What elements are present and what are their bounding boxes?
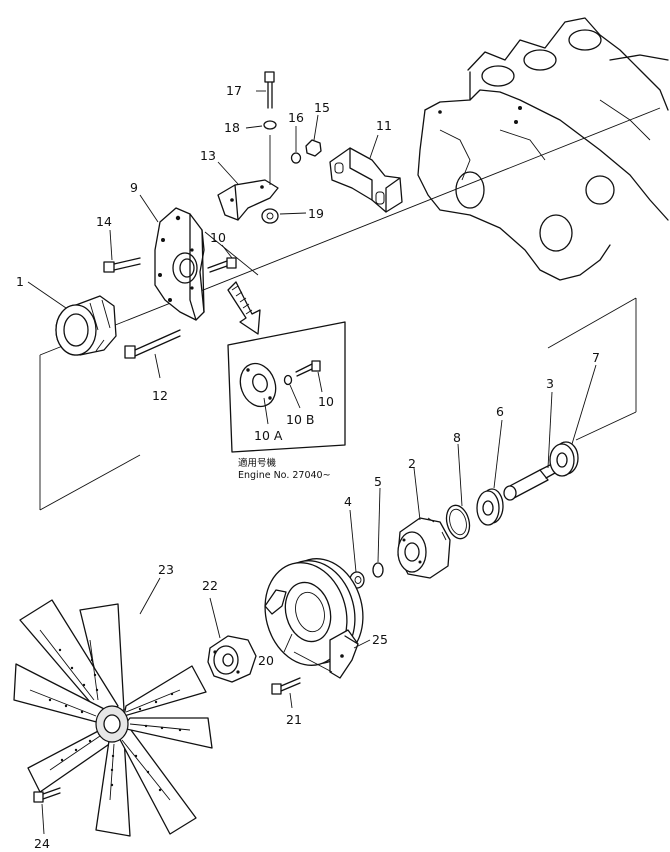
label-part-10b: 10 B [286, 412, 314, 427]
label-part-23: 23 [158, 562, 174, 577]
callout-labels: 1 2 3 4 5 6 7 8 9 10 10 10 A 10 B 11 12 … [16, 83, 600, 851]
alignment-axis [39, 107, 661, 356]
part-16-washer [290, 152, 302, 164]
label-part-20: 20 [258, 653, 274, 668]
part-22-fan-hub [207, 635, 257, 683]
label-part-7: 7 [592, 350, 600, 365]
label-part-6: 6 [496, 404, 504, 419]
label-part-10a: 10 A [254, 428, 283, 443]
label-part-25: 25 [372, 632, 388, 647]
part-10-bolt [207, 257, 237, 273]
label-part-19: 19 [308, 206, 324, 221]
part-10b-washer [283, 374, 293, 386]
label-part-8: 8 [453, 430, 461, 445]
part-6-bearing [476, 488, 504, 526]
label-part-18: 18 [224, 120, 240, 135]
label-part-22: 22 [202, 578, 218, 593]
part-7-bearing [549, 441, 579, 477]
part-24-bolt [33, 787, 61, 803]
part-12-bolt [124, 329, 181, 359]
label-part-12: 12 [152, 388, 168, 403]
part-25-plate [293, 629, 359, 679]
part-21-bolt [271, 677, 301, 695]
part-2-pump-housing [397, 517, 451, 579]
detail-box-inset [227, 321, 346, 453]
label-part-13: 13 [200, 148, 216, 163]
label-part-9: 9 [130, 180, 138, 195]
part-14-bolt [103, 257, 141, 273]
part-15-nut [305, 139, 322, 157]
part-18-washer [263, 120, 277, 130]
label-part-10-detail: 10 [318, 394, 334, 409]
leader-lines [27, 90, 597, 835]
part-5-washer [372, 562, 384, 578]
part-17-bolt [264, 71, 275, 185]
label-part-1: 1 [16, 274, 24, 289]
label-part-24: 24 [34, 836, 50, 851]
part-9-bracket-plate [154, 207, 205, 321]
part-1-bearing-housing [55, 295, 117, 356]
note-line-2: Engine No. 27040~ [238, 470, 331, 481]
part-8-snap-ring [445, 504, 471, 540]
label-part-5: 5 [374, 474, 382, 489]
part-19-spacer [261, 208, 279, 224]
label-part-14: 14 [96, 214, 112, 229]
applicability-note: 適用号機 Engine No. 27040~ [238, 457, 331, 481]
part-20-pulley [264, 558, 364, 666]
part-13-bracket [217, 179, 279, 221]
label-part-17: 17 [226, 83, 242, 98]
label-part-21: 21 [286, 712, 302, 727]
label-part-11: 11 [376, 118, 392, 133]
note-line-1: 適用号機 [238, 457, 277, 469]
label-part-3: 3 [546, 376, 554, 391]
label-part-4: 4 [344, 494, 352, 509]
part-23-fan [13, 599, 213, 837]
label-part-2: 2 [408, 456, 416, 471]
label-part-16: 16 [288, 110, 304, 125]
label-part-10: 10 [210, 230, 226, 245]
part-11-spacer [329, 147, 403, 213]
detail-arrow [227, 281, 261, 335]
label-part-15: 15 [314, 100, 330, 115]
engine-block [417, 17, 669, 281]
